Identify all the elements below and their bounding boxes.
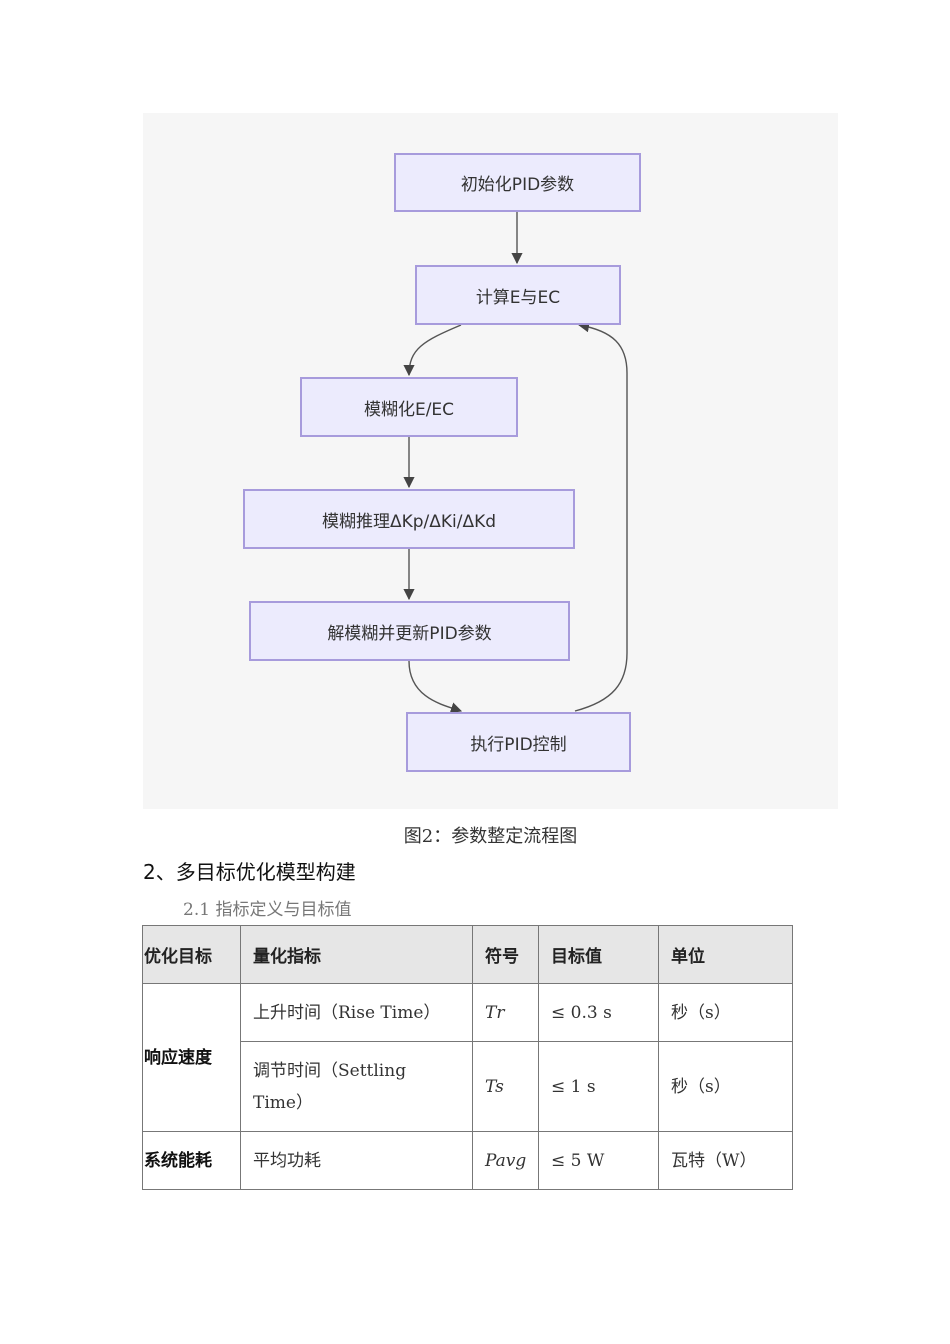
target-cell: ≤ 0.3 s — [538, 983, 659, 1042]
symbol-cell: Pavg — [472, 1131, 539, 1190]
edge-exec-calc — [574, 321, 628, 712]
targets-table: 优化目标 量化指标 符号 目标值 单位 响应速度 上升时间（Rise Time）… — [142, 925, 793, 1190]
metric-cell: 平均功耗 — [240, 1131, 473, 1190]
flow-node-defuzzify-update: 解模糊并更新PID参数 — [249, 601, 570, 661]
flow-node-init-pid: 初始化PID参数 — [394, 153, 641, 212]
target-cell: ≤ 5 W — [538, 1131, 659, 1190]
flow-node-compute-e-ec: 计算E与EC — [415, 265, 621, 325]
header-symbol: 符号 — [472, 925, 539, 984]
table-row: 调节时间（Settling Time） Ts ≤ 1 s 秒（s） — [143, 1041, 793, 1132]
unit-cell: 秒（s） — [658, 983, 793, 1042]
symbol-cell: Ts — [472, 1041, 539, 1132]
subsection-heading: 2.1 指标定义与目标值 — [183, 900, 352, 920]
unit-cell: 瓦特（W） — [658, 1131, 793, 1190]
header-metric: 量化指标 — [240, 925, 473, 984]
flowchart: 初始化PID参数 计算E与EC 模糊化E/EC 模糊推理ΔKp/ΔKi/ΔKd … — [143, 113, 838, 809]
table-header-row: 优化目标 量化指标 符号 目标值 单位 — [142, 925, 793, 984]
symbol-cell: Tr — [472, 983, 539, 1042]
metric-cell: 调节时间（Settling Time） — [240, 1041, 473, 1132]
header-target: 目标值 — [538, 925, 659, 984]
flowchart-edges — [403, 212, 628, 714]
table-row: 响应速度 上升时间（Rise Time） Tr ≤ 0.3 s 秒（s） — [142, 983, 793, 1132]
figure-caption: 图2：参数整定流程图 — [403, 826, 578, 847]
metric-cell: 上升时间（Rise Time） — [240, 983, 473, 1042]
section-heading: 2、多目标优化模型构建 — [143, 860, 356, 884]
flow-node-fuzzy-inference: 模糊推理ΔKp/ΔKi/ΔKd — [243, 489, 575, 549]
unit-cell: 秒（s） — [658, 1041, 793, 1132]
edge-calc-fuzzify — [403, 324, 462, 377]
flow-node-execute-pid: 执行PID控制 — [406, 712, 631, 772]
flow-node-fuzzify: 模糊化E/EC — [300, 377, 518, 437]
goal-cell: 系统能耗 — [142, 1131, 241, 1190]
goal-cell: 响应速度 — [142, 983, 241, 1132]
target-cell: ≤ 1 s — [538, 1041, 659, 1132]
table-row: 系统能耗 平均功耗 Pavg ≤ 5 W 瓦特（W） — [142, 1131, 793, 1190]
edge-defuzz-exec — [408, 660, 463, 714]
header-unit: 单位 — [658, 925, 793, 984]
header-goal: 优化目标 — [142, 925, 241, 984]
